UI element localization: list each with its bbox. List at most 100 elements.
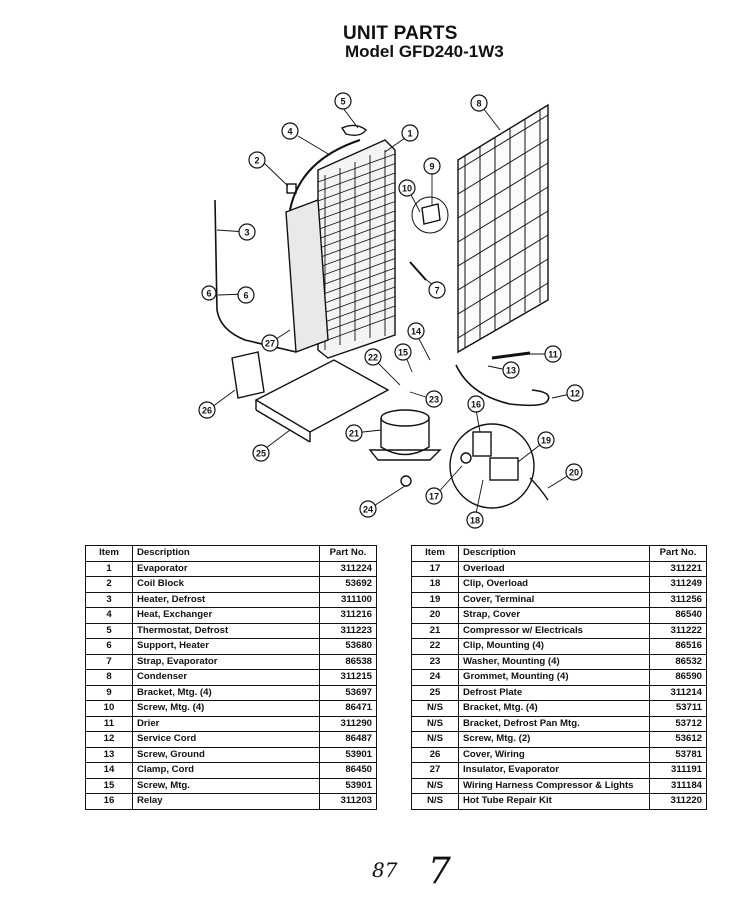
- column-header-description: Description: [132, 545, 320, 562]
- grommet-drawing: [400, 475, 412, 487]
- cell-item: 8: [85, 669, 133, 686]
- cell-description: Strap, Evaporator: [132, 653, 320, 670]
- cell-item: 1: [85, 560, 133, 577]
- cell-item: 10: [85, 700, 133, 717]
- cell-part-no: 311249: [649, 576, 707, 593]
- callout-23: 23: [425, 390, 443, 408]
- model-number: Model GFD240-1W3: [345, 42, 504, 61]
- overload-drawing: [460, 452, 472, 464]
- cell-part-no: 86471: [319, 700, 377, 717]
- callout-26: 26: [198, 401, 216, 419]
- cell-description: Service Cord: [132, 731, 320, 748]
- cell-part-no: 53901: [319, 746, 377, 763]
- callout-7: 7: [428, 281, 446, 299]
- cell-description: Strap, Cover: [458, 607, 650, 624]
- cell-part-no: 53711: [649, 700, 707, 717]
- callout-6: 6: [237, 286, 255, 304]
- cell-description: Thermostat, Defrost: [132, 622, 320, 639]
- cell-description: Clamp, Cord: [132, 762, 320, 779]
- svg-text:6: 6: [206, 289, 211, 299]
- cell-item: 25: [411, 684, 459, 701]
- callout-5: 5: [334, 92, 352, 110]
- defrost-plate-drawing: [254, 359, 390, 433]
- cell-description: Screw, Mtg. (4): [132, 700, 320, 717]
- svg-text:11: 11: [548, 350, 558, 360]
- cell-description: Evaporator: [132, 560, 320, 577]
- cell-item: 27: [411, 762, 459, 779]
- heater-drawing: [214, 199, 297, 353]
- cell-item: 2: [85, 576, 133, 593]
- callout-22: 22: [364, 348, 382, 366]
- callout-14: 14: [407, 322, 425, 340]
- callout-13: 13: [502, 361, 520, 379]
- cell-part-no: 86487: [319, 731, 377, 748]
- cell-part-no: 53697: [319, 684, 377, 701]
- cell-part-no: 86538: [319, 653, 377, 670]
- svg-text:20: 20: [569, 468, 579, 478]
- cell-description: Defrost Plate: [458, 684, 650, 701]
- cell-part-no: 86516: [649, 638, 707, 655]
- cell-part-no: 311224: [319, 560, 377, 577]
- drier-drawing: [491, 351, 531, 360]
- cell-part-no: 311222: [649, 622, 707, 639]
- cell-item: 12: [85, 731, 133, 748]
- cell-description: Screw, Ground: [132, 746, 320, 763]
- heat-exchanger-drawing: [289, 139, 361, 211]
- cell-part-no: 311100: [319, 591, 377, 608]
- callout-2: 2: [248, 151, 266, 169]
- column-header-part-no: Part No.: [319, 545, 377, 562]
- cell-description: Insulator, Evaporator: [458, 762, 650, 779]
- svg-text:3: 3: [244, 228, 249, 238]
- electrical-detail-circle: [449, 423, 535, 509]
- cell-part-no: 311256: [649, 591, 707, 608]
- callout-9: 9: [423, 157, 441, 175]
- cell-description: Bracket, Mtg. (4): [458, 700, 650, 717]
- cell-description: Heater, Defrost: [132, 591, 320, 608]
- cell-part-no: 311221: [649, 560, 707, 577]
- cell-description: Compressor w/ Electricals: [458, 622, 650, 639]
- cell-description: Clip, Overload: [458, 576, 650, 593]
- strap-drawing: [409, 261, 427, 281]
- cell-part-no: 53612: [649, 731, 707, 748]
- svg-text:27: 27: [265, 339, 275, 349]
- cell-part-no: 311223: [319, 622, 377, 639]
- svg-text:10: 10: [402, 184, 412, 194]
- svg-text:19: 19: [541, 436, 551, 446]
- thermostat-drawing: [340, 124, 367, 137]
- service-cord-drawing: [455, 364, 550, 407]
- callout-21: 21: [345, 424, 363, 442]
- cell-item: 7: [85, 653, 133, 670]
- svg-text:8: 8: [476, 99, 481, 109]
- cell-item: 23: [411, 653, 459, 670]
- cell-description: Condenser: [132, 669, 320, 686]
- column-header-item: Item: [411, 545, 459, 562]
- cell-part-no: 311215: [319, 669, 377, 686]
- cell-part-no: 53781: [649, 746, 707, 763]
- cell-description: Relay: [132, 793, 320, 810]
- cell-part-no: 311191: [649, 762, 707, 779]
- callout-19: 19: [537, 431, 555, 449]
- cell-description: Bracket, Mtg. (4): [132, 684, 320, 701]
- cell-part-no: 86532: [649, 653, 707, 670]
- svg-text:22: 22: [368, 353, 378, 363]
- cell-item: N/S: [411, 777, 459, 794]
- cell-part-no: 311290: [319, 715, 377, 732]
- cell-description: Drier: [132, 715, 320, 732]
- callout-24: 24: [359, 500, 377, 518]
- strap-cover-drawing: [529, 477, 549, 501]
- callout-18: 18: [466, 511, 484, 529]
- cell-description: Heat, Exchanger: [132, 607, 320, 624]
- cell-description: Grommet, Mounting (4): [458, 669, 650, 686]
